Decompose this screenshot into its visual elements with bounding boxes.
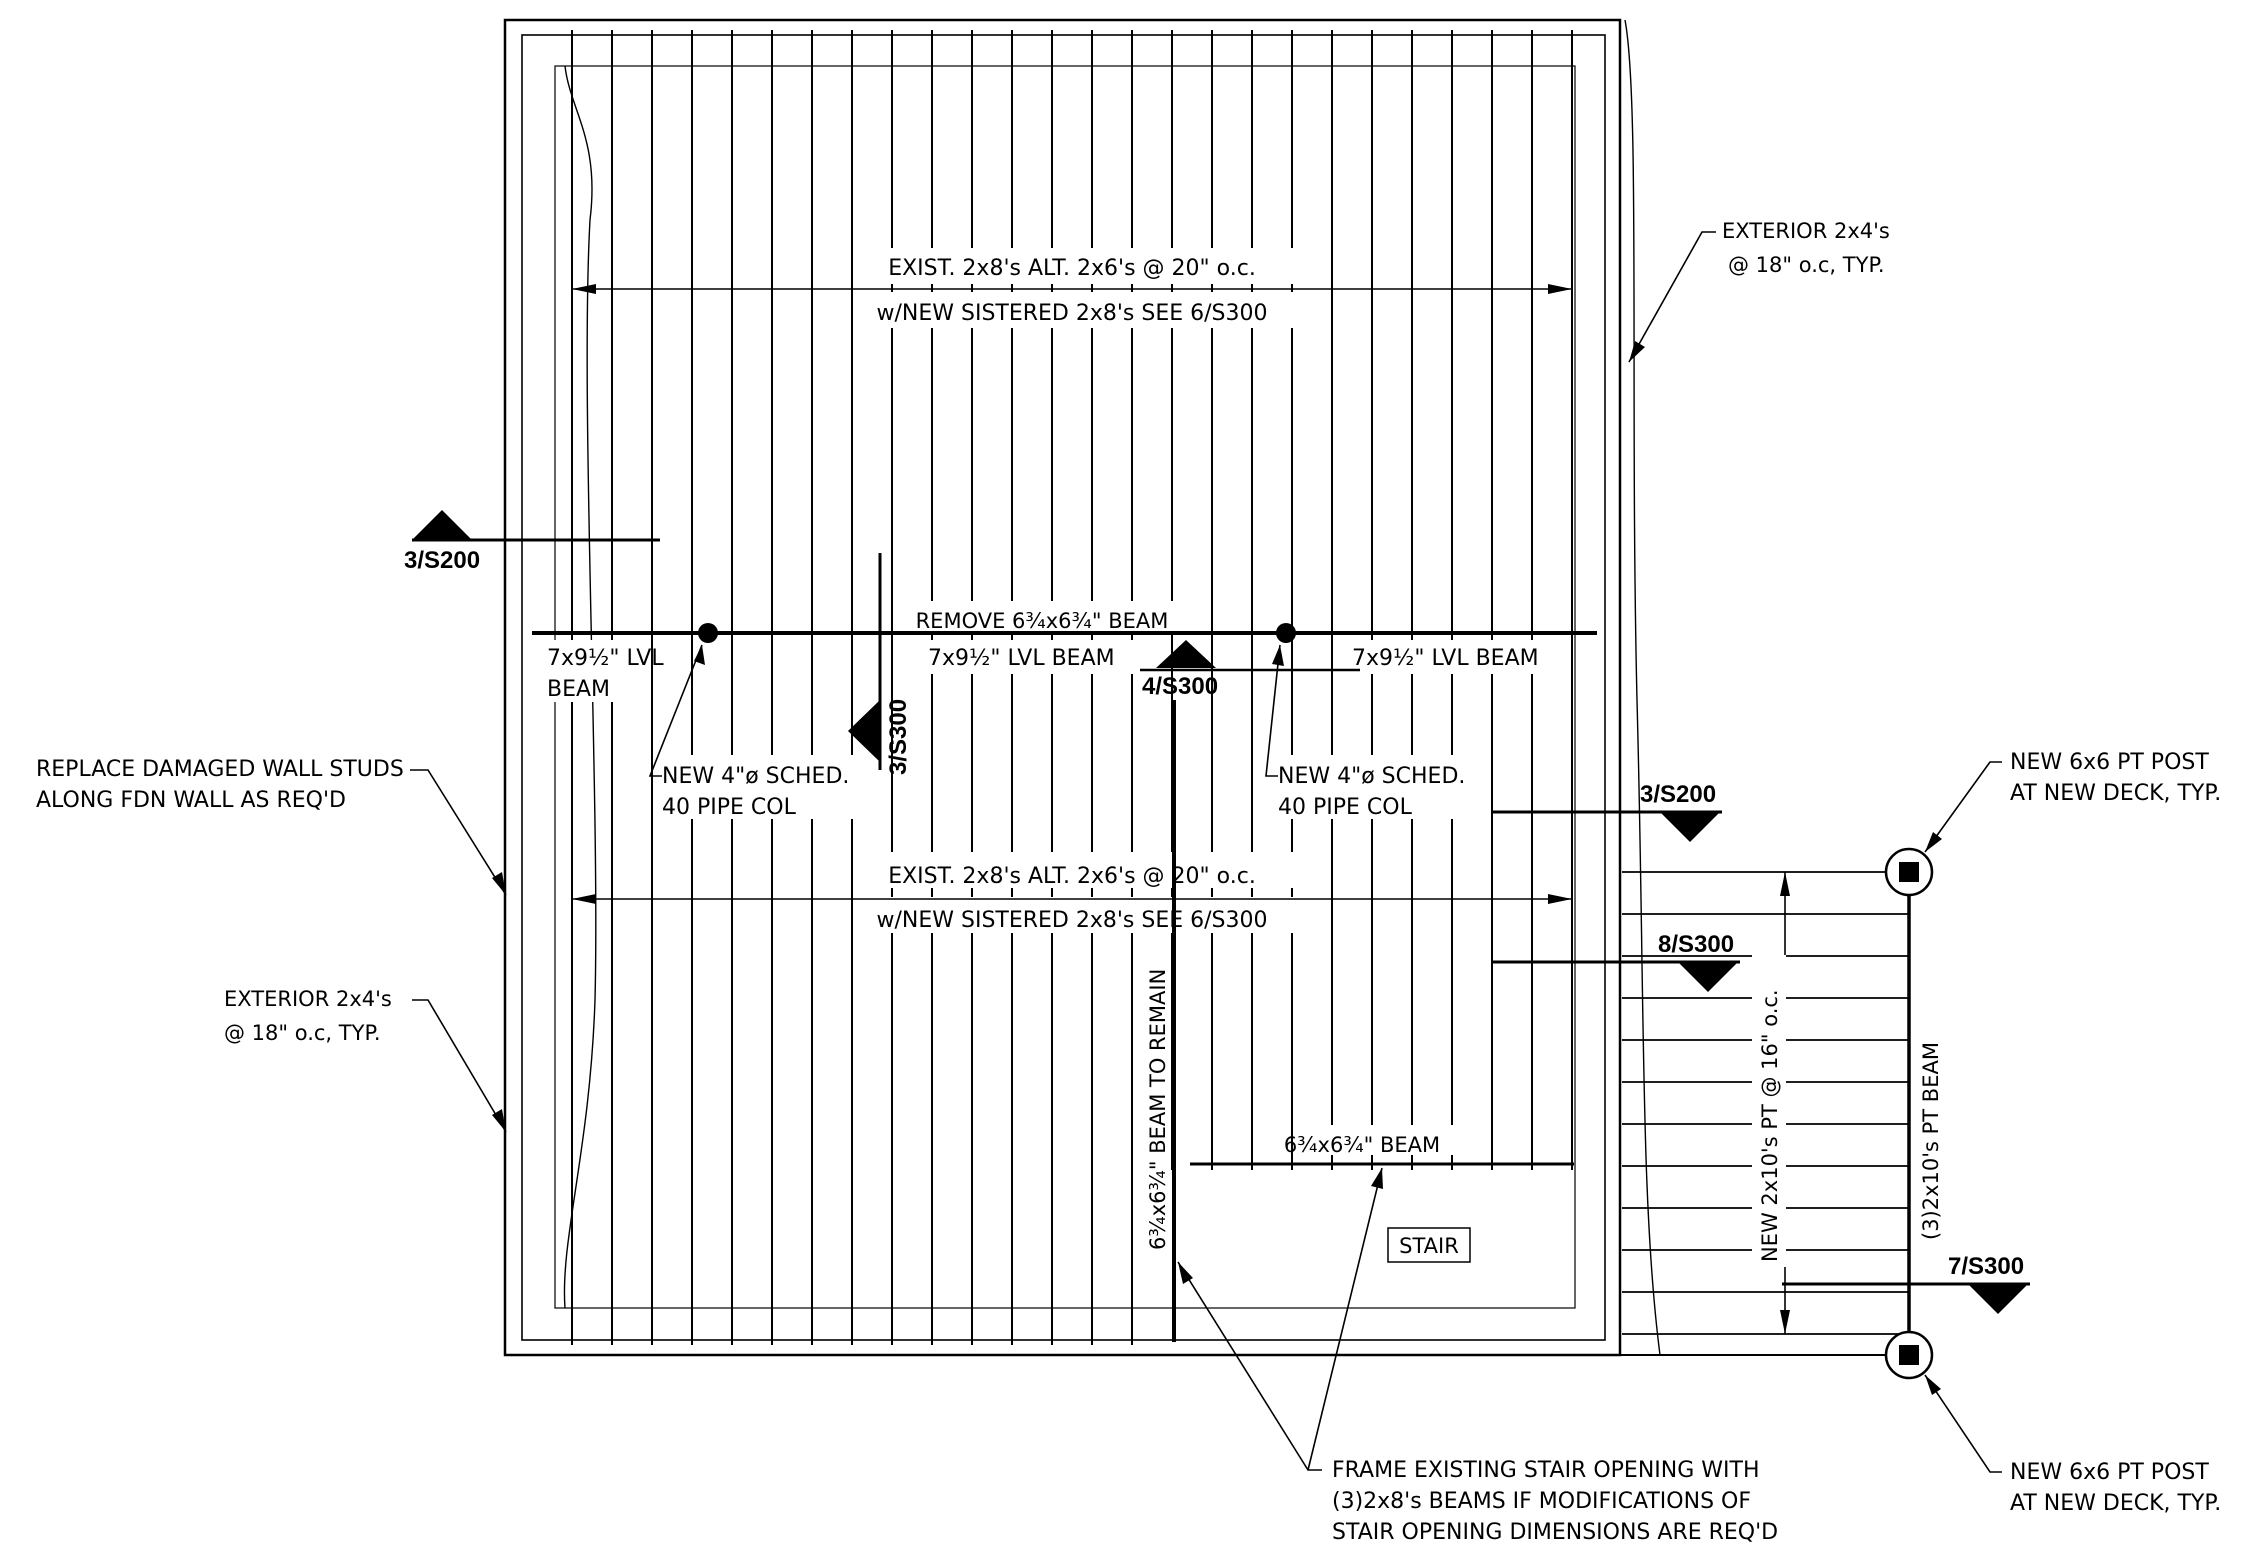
lvl-beam-left-line2: BEAM [547, 677, 610, 702]
leader-post-bottom [1924, 1374, 2002, 1473]
section-tag-7-s300: 7/S300 [1948, 1253, 2024, 1280]
span-dimension-lines [572, 284, 1572, 904]
leader-post-top [1924, 761, 2002, 853]
post-top-note-line2: AT NEW DECK, TYP. [2010, 781, 2221, 806]
post-bottom-note-line2: AT NEW DECK, TYP. [2010, 1491, 2221, 1516]
exterior-right-note-line1: EXTERIOR 2x4's [1722, 219, 1890, 243]
pipe-column-left [698, 623, 718, 643]
leader-wall-studs [410, 769, 507, 896]
section-tag-3-s200-left: 3/S200 [404, 547, 480, 574]
stair-frame-note-line2: (3)2x8's BEAMS IF MODIFICATIONS OF [1332, 1489, 1751, 1514]
stair-opening [1387, 1227, 1471, 1263]
section-cut-3-s200-left [412, 510, 660, 542]
stair-frame-note-line1: FRAME EXISTING STAIR OPENING WITH [1332, 1458, 1760, 1483]
wall-studs-note-line2: ALONG FDN WALL AS REQ'D [36, 788, 346, 813]
deck-post-bottom [1884, 1330, 1934, 1380]
leader-exterior-left [412, 999, 507, 1133]
deck-joists-note: NEW 2x10's PT @ 16" o.c. [1758, 989, 1782, 1262]
exterior-right-note-line2: @ 18" o.c, TYP. [1728, 253, 1885, 277]
beam-to-remain-note: 6¾x6¾" BEAM TO REMAIN [1146, 969, 1170, 1250]
section-cut-4-s300 [1156, 640, 1216, 668]
joist-note-mid-line1: EXIST. 2x8's ALT. 2x6's @ 20" o.c. [888, 864, 1256, 889]
joist-note-top-line2: w/NEW SISTERED 2x8's SEE 6/S300 [876, 301, 1267, 326]
section-tag-3-s200-right: 3/S200 [1640, 781, 1716, 808]
note-backgrounds [540, 248, 1545, 1155]
joist-note-top-line1: EXIST. 2x8's ALT. 2x6's @ 20" o.c. [888, 256, 1256, 281]
stair-frame-note-line3: STAIR OPENING DIMENSIONS ARE REQ'D [1332, 1520, 1778, 1545]
pipe-col-right-line1: NEW 4"ø SCHED. [1278, 764, 1465, 789]
joist-note-mid-line2: w/NEW SISTERED 2x8's SEE 6/S300 [876, 908, 1267, 933]
pipe-col-left-line1: NEW 4"ø SCHED. [662, 764, 849, 789]
pipe-col-left-line2: 40 PIPE COL [662, 795, 797, 820]
deck-beam-note: (3)2x10's PT BEAM [1919, 1042, 1943, 1240]
leader-col-right [1265, 644, 1284, 777]
deck-post-top [1884, 847, 1934, 897]
lvl-beam-left-line1: 7x9½" LVL [547, 646, 664, 671]
leader-stair-frame [1177, 1167, 1383, 1471]
section-tag-3-s300: 3/S300 [885, 699, 912, 775]
section-cut-7-s300 [1782, 1282, 2030, 1314]
section-tag-4-s300: 4/S300 [1142, 673, 1218, 700]
exterior-left-note-line2: @ 18" o.c, TYP. [224, 1021, 381, 1045]
leader-col-left [648, 644, 705, 777]
wall-studs-note-line1: REPLACE DAMAGED WALL STUDS [36, 757, 404, 782]
pipe-col-right-line2: 40 PIPE COL [1278, 795, 1413, 820]
leader-exterior-right [1628, 231, 1716, 363]
stair-label: STAIR [1399, 1234, 1459, 1258]
remove-beam-note: REMOVE 6¾x6¾" BEAM [916, 609, 1169, 633]
section-cut-8-s300 [1492, 960, 1740, 992]
section-tag-8-s300: 8/S300 [1658, 931, 1734, 958]
stair-beam-note: 6¾x6¾" BEAM [1284, 1133, 1440, 1157]
pipe-column-right [1276, 623, 1296, 643]
post-bottom-note-line1: NEW 6x6 PT POST [2010, 1460, 2209, 1485]
post-top-note-line1: NEW 6x6 PT POST [2010, 750, 2209, 775]
section-cut-3-s200-right [1492, 810, 1722, 842]
lvl-beam-right: 7x9½" LVL BEAM [1352, 646, 1539, 671]
main-beam [532, 623, 1597, 672]
deck-joist-dimension [1752, 872, 1790, 1334]
exterior-left-note-line1: EXTERIOR 2x4's [224, 987, 392, 1011]
section-cut-3-s300 [848, 553, 882, 770]
lvl-beam-center: 7x9½" LVL BEAM [928, 646, 1115, 671]
